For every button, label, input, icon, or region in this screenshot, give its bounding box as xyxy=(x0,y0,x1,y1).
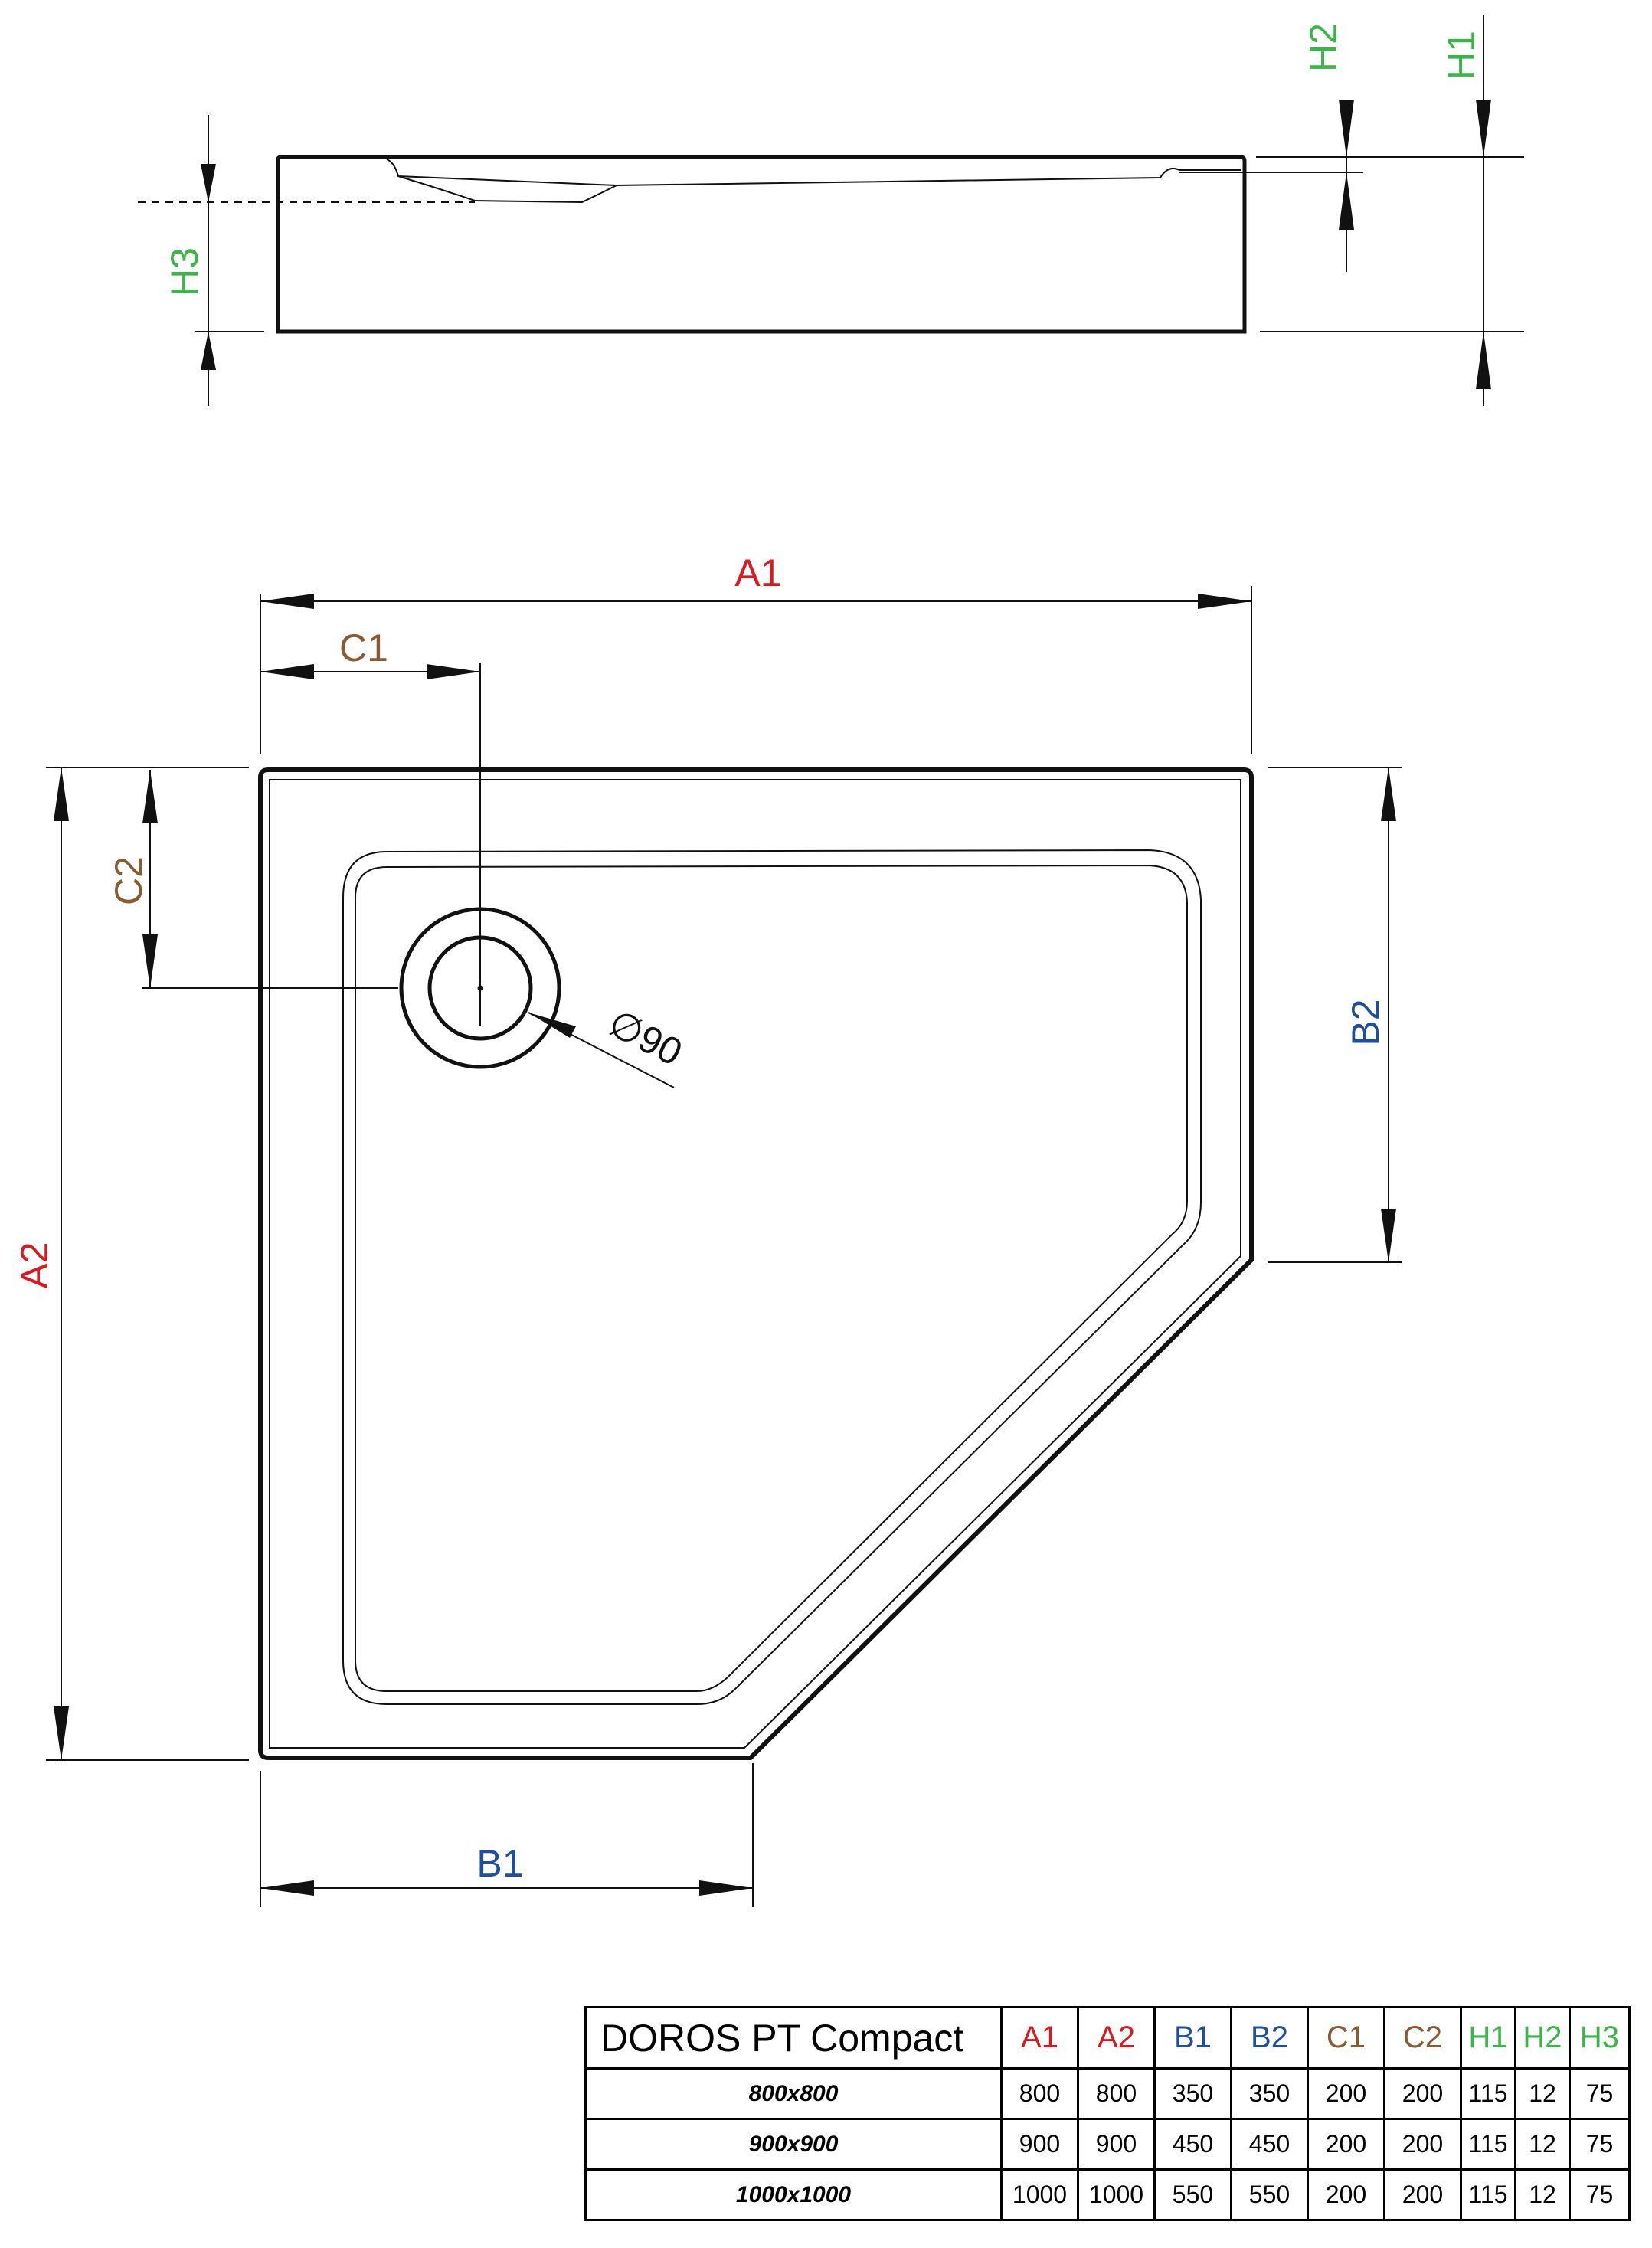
cell-a1: 800 xyxy=(1000,2067,1079,2120)
shower-floor-outer xyxy=(342,849,1202,1705)
cell-a2: 800 xyxy=(1077,2067,1156,2120)
h1-arrow-top xyxy=(1476,100,1491,157)
c1-label: C1 xyxy=(339,627,388,669)
header-a2: A2 xyxy=(1077,2006,1156,2070)
header-h3: H3 xyxy=(1569,2006,1631,2070)
cell-h3: 75 xyxy=(1569,2067,1631,2120)
cell-c1: 200 xyxy=(1307,2067,1385,2120)
row-size: 1000x1000 xyxy=(584,2168,1003,2221)
diameter-arrow xyxy=(528,1013,576,1038)
header-c1: C1 xyxy=(1307,2006,1385,2070)
cell-c2: 200 xyxy=(1383,2168,1462,2221)
table-row: 1000x1000 1000 1000 550 550 200 200 115 … xyxy=(584,2168,1631,2221)
cell-b2: 350 xyxy=(1230,2067,1309,2120)
table-row: 800x800 800 800 350 350 200 200 115 12 7… xyxy=(584,2067,1631,2120)
a2-arrow-top xyxy=(54,767,69,821)
c1-arrow-left xyxy=(260,664,314,679)
cell-b2: 450 xyxy=(1230,2118,1309,2171)
cell-h1: 115 xyxy=(1460,2067,1516,2120)
cell-h3: 75 xyxy=(1569,2118,1631,2171)
tray-outline-inner-edge xyxy=(269,779,1241,1749)
row-size: 800x800 xyxy=(584,2067,1003,2120)
tray-side-profile xyxy=(276,155,1247,334)
cell-c1: 200 xyxy=(1307,2118,1385,2171)
header-b2: B2 xyxy=(1230,2006,1309,2070)
header-b1: B1 xyxy=(1153,2006,1232,2070)
h3-label: H3 xyxy=(163,247,206,296)
header-a1: A1 xyxy=(1000,2006,1079,2070)
cell-a1: 900 xyxy=(1000,2118,1079,2171)
h1-label: H1 xyxy=(1440,31,1483,80)
cell-h1: 115 xyxy=(1460,2168,1516,2221)
cell-c2: 200 xyxy=(1383,2118,1462,2171)
cell-b1: 350 xyxy=(1153,2067,1232,2120)
cell-a1: 1000 xyxy=(1000,2168,1079,2221)
a1-label: A1 xyxy=(734,551,781,594)
h2-arrow-bottom xyxy=(1339,172,1354,230)
cell-h2: 12 xyxy=(1514,2118,1571,2171)
row-size: 900x900 xyxy=(584,2118,1003,2171)
header-h2: H2 xyxy=(1514,2006,1571,2070)
a2-arrow-bottom xyxy=(54,1706,69,1760)
cell-h2: 12 xyxy=(1514,2168,1571,2221)
tray-outline xyxy=(258,767,1254,1760)
a1-arrow-right xyxy=(1198,594,1251,609)
shower-floor-inner xyxy=(355,864,1188,1692)
cell-b1: 550 xyxy=(1153,2168,1232,2221)
diameter-label: ∅90 xyxy=(602,1001,689,1074)
side-view xyxy=(138,15,1524,406)
b1-arrow-right xyxy=(699,1880,753,1896)
c1-arrow-right xyxy=(427,664,480,679)
a2-label: A2 xyxy=(13,1242,56,1288)
h3-arrow-top xyxy=(201,164,216,202)
cell-c1: 200 xyxy=(1307,2168,1385,2221)
cell-b2: 550 xyxy=(1230,2168,1309,2221)
h2-label: H2 xyxy=(1302,23,1345,72)
plan-view xyxy=(46,586,1402,1907)
h1-arrow-bottom xyxy=(1476,332,1491,389)
b2-arrow-top xyxy=(1381,767,1396,821)
cell-a2: 1000 xyxy=(1077,2168,1156,2221)
cell-b1: 450 xyxy=(1153,2118,1232,2171)
table-title: DOROS PT Compact xyxy=(584,2006,1003,2070)
cell-h1: 115 xyxy=(1460,2118,1516,2171)
specification-table: DOROS PT Compact A1 A2 B1 B2 C1 C2 H1 H2… xyxy=(584,2006,1631,2221)
b2-arrow-bottom xyxy=(1381,1209,1396,1262)
table-header-row: DOROS PT Compact A1 A2 B1 B2 C1 C2 H1 H2… xyxy=(584,2006,1631,2070)
b1-arrow-left xyxy=(260,1880,314,1896)
cell-c2: 200 xyxy=(1383,2067,1462,2120)
c2-arrow-top xyxy=(142,770,158,823)
c2-label: C2 xyxy=(107,856,150,905)
cell-h2: 12 xyxy=(1514,2067,1571,2120)
h2-arrow-top xyxy=(1339,100,1354,157)
header-h1: H1 xyxy=(1460,2006,1516,2070)
tray-top-surface-line xyxy=(386,159,1241,187)
a1-arrow-left xyxy=(260,594,314,609)
b1-label: B1 xyxy=(476,1842,523,1885)
c2-arrow-bottom xyxy=(142,934,158,988)
table-row: 900x900 900 900 450 450 200 200 115 12 7… xyxy=(584,2118,1631,2171)
drain-recess xyxy=(397,175,617,204)
header-c2: C2 xyxy=(1383,2006,1462,2070)
b2-label: B2 xyxy=(1344,999,1387,1045)
cell-h3: 75 xyxy=(1569,2168,1631,2221)
h3-arrow-bottom xyxy=(201,332,216,370)
cell-a2: 900 xyxy=(1077,2118,1156,2171)
